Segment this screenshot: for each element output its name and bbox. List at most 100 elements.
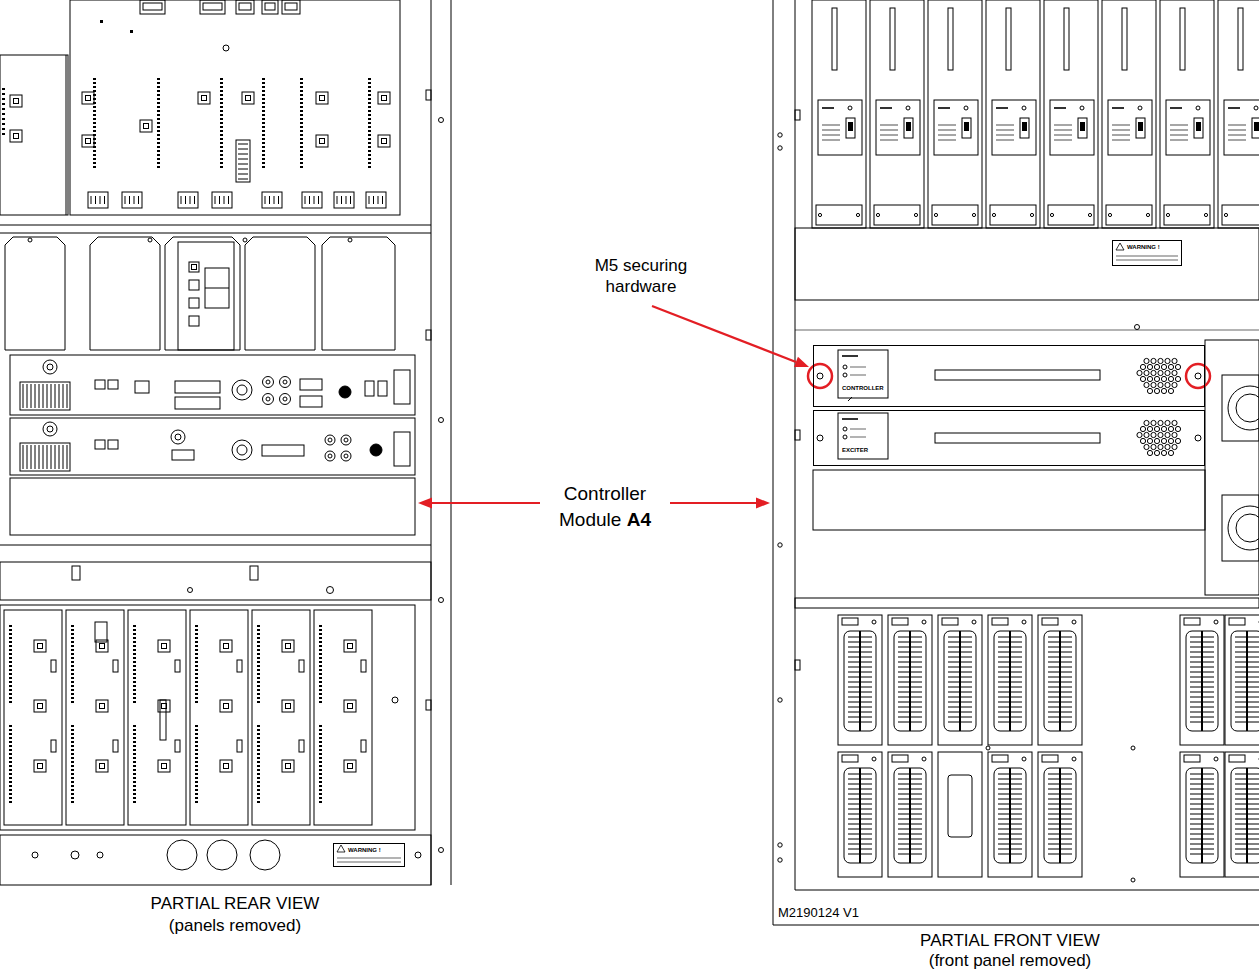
fan-grille-hole xyxy=(1172,432,1177,437)
psu-grille-bar xyxy=(859,631,861,731)
connector-pin xyxy=(368,158,371,160)
module-label-plate xyxy=(1166,100,1210,155)
bnc-connector xyxy=(280,394,291,405)
connector-pin xyxy=(195,661,198,663)
fan-grille-hole xyxy=(1172,382,1177,387)
connector-pin xyxy=(195,777,198,779)
connector-pin xyxy=(9,761,12,763)
daughter-card xyxy=(0,55,68,215)
shelf-screw xyxy=(28,238,32,242)
cabinet-screw xyxy=(778,698,782,702)
m5-screw xyxy=(1195,373,1201,379)
fan-grille-hole xyxy=(1144,420,1149,425)
connector-pin xyxy=(195,633,198,635)
amplifier-board xyxy=(314,610,372,825)
bnc-center xyxy=(283,380,287,384)
heatsink-fin xyxy=(63,445,64,469)
fan-grille-hole xyxy=(1158,420,1163,425)
ground-post-center xyxy=(47,364,53,370)
connector-pin xyxy=(71,661,74,663)
connector-pin xyxy=(300,118,303,120)
fan-grille-hole xyxy=(1165,382,1170,387)
connector-pin xyxy=(195,677,198,679)
connector-pin xyxy=(300,82,303,84)
connector-pin xyxy=(195,701,198,703)
connector-pin xyxy=(257,681,260,683)
connector-pin xyxy=(2,103,5,105)
connector-pin xyxy=(257,633,260,635)
connector-pin xyxy=(368,90,371,92)
fan-grille-hole xyxy=(1151,420,1156,425)
psu-indicator xyxy=(1072,620,1076,624)
shelf-line xyxy=(795,330,1259,331)
connector-pin xyxy=(220,154,223,156)
test-pad-center xyxy=(14,134,19,139)
connector-pin xyxy=(157,166,160,168)
connector-pin-row xyxy=(238,159,248,160)
board-connector xyxy=(122,192,142,208)
amplifier-board xyxy=(66,610,124,825)
connector-pin xyxy=(262,134,265,136)
fuse-holder xyxy=(370,444,382,456)
plate-logo xyxy=(822,107,834,109)
fan-grille-hole xyxy=(1161,388,1166,393)
psu-grille-bar xyxy=(1009,768,1011,863)
connector-pin xyxy=(300,110,303,112)
bnc-connector xyxy=(325,435,335,445)
module-latch xyxy=(1106,205,1152,225)
cabinet-screw xyxy=(778,858,782,862)
module-handle-slot xyxy=(948,8,953,70)
callout-leader xyxy=(670,502,756,504)
fan-grille-hole xyxy=(1172,370,1177,375)
warning-label: WARNING ! xyxy=(333,843,405,867)
cabinet-base-line xyxy=(795,890,1259,891)
connector-pin xyxy=(2,118,5,120)
fan-grille-hole xyxy=(1168,438,1173,443)
connector-pin xyxy=(300,158,303,160)
panel-label-text: WARNING ! xyxy=(1127,244,1160,251)
test-pad-center xyxy=(162,644,167,649)
connector-pin-row xyxy=(378,196,379,204)
connector-pin xyxy=(262,138,265,140)
ground-post xyxy=(43,360,57,374)
connector-pin xyxy=(368,86,371,88)
drawing-number: M2190124 V1 xyxy=(778,906,859,921)
connector-pin xyxy=(368,110,371,112)
amplifier-module xyxy=(812,0,866,228)
fan-grille-hole xyxy=(1140,426,1145,431)
connector-pin xyxy=(319,797,322,799)
controller-rear-panel xyxy=(10,355,415,415)
board-connector xyxy=(262,0,278,14)
blank-bay-opening xyxy=(948,775,972,837)
connector-pin xyxy=(9,765,12,767)
board-connector-inner xyxy=(239,3,251,10)
test-pad-center xyxy=(348,764,353,769)
connector-pin xyxy=(300,122,303,124)
connector-pin xyxy=(93,130,96,132)
connector-pin xyxy=(257,625,260,627)
psu-indicator xyxy=(1022,620,1026,624)
connector-pin xyxy=(319,677,322,679)
connector-pin xyxy=(71,757,74,759)
connector-pin xyxy=(368,134,371,136)
psu-handle xyxy=(842,618,858,625)
connector-pin xyxy=(133,761,136,763)
psu-handle xyxy=(1184,618,1200,625)
connector-pin xyxy=(300,134,303,136)
connector-pin xyxy=(319,693,322,695)
fan-grille-hole xyxy=(1165,444,1170,449)
plate-logo xyxy=(1054,107,1066,109)
connector-pin xyxy=(257,665,260,667)
connector-pin xyxy=(262,146,265,148)
board-connector xyxy=(262,192,282,208)
test-pad xyxy=(34,640,46,652)
connector-pin xyxy=(157,78,160,80)
connector-pin-row xyxy=(190,196,191,204)
fan-grille-hole xyxy=(1140,376,1145,381)
psu-handle xyxy=(1229,755,1245,762)
connector-pin xyxy=(262,94,265,96)
connector-pin xyxy=(9,629,12,631)
highlight-circle xyxy=(1186,364,1210,388)
connector-pin xyxy=(319,681,322,683)
